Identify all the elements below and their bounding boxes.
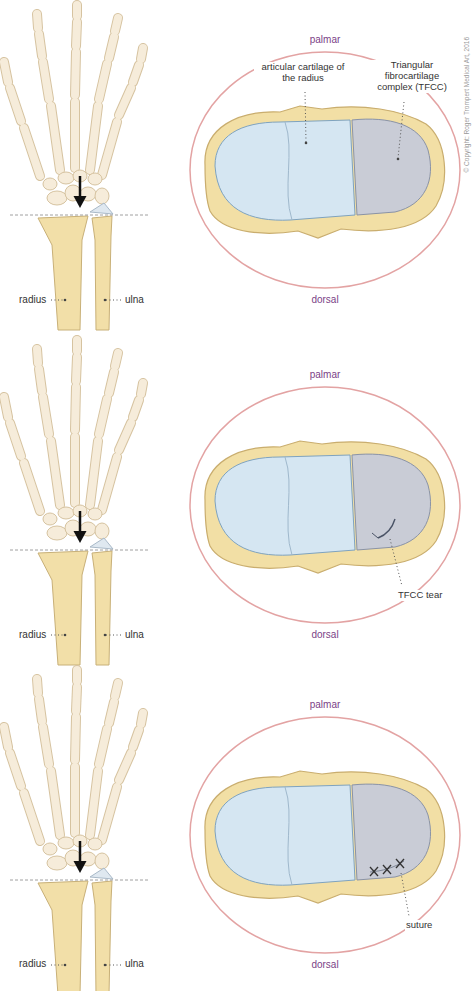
bone-label: radius — [18, 958, 47, 970]
wrist-cross-section — [190, 52, 460, 288]
orientation-label: dorsal — [310, 629, 339, 641]
part-label: articular cartilage of the radius — [254, 62, 352, 84]
tear-line — [372, 533, 378, 538]
leader-line — [390, 539, 402, 586]
part-label: Triangular fibrocartilage complex (TFCC) — [368, 60, 456, 93]
leader-dot — [305, 142, 308, 145]
suture-stitches — [370, 859, 404, 876]
orientation-label: palmar — [309, 699, 342, 711]
hand-skeleton — [4, 5, 148, 330]
orientation-label: palmar — [309, 34, 342, 46]
leader-lines — [305, 92, 404, 158]
hand-skeleton — [4, 670, 148, 991]
tear-line — [378, 519, 395, 538]
bone-label: ulna — [124, 629, 145, 641]
wrist-cross-section — [190, 387, 460, 623]
wrist-cross-section — [190, 717, 460, 953]
watermark: © Copyright: Roger Trompert Medical Art,… — [463, 36, 470, 174]
leader-line — [401, 873, 409, 916]
bone-label: ulna — [124, 958, 145, 970]
row-3 — [4, 670, 460, 991]
orientation-label: dorsal — [310, 294, 339, 306]
row-2 — [4, 340, 460, 665]
orientation-label: palmar — [309, 369, 342, 381]
part-label: suture — [405, 920, 433, 931]
row-1 — [4, 5, 460, 330]
bone-label: ulna — [124, 294, 145, 306]
orientation-label: dorsal — [310, 959, 339, 971]
bone-label: radius — [18, 629, 47, 641]
bone-label: radius — [18, 294, 47, 306]
hand-skeleton — [4, 340, 148, 665]
leader-dot — [397, 158, 400, 161]
part-label: TFCC tear — [397, 590, 443, 601]
